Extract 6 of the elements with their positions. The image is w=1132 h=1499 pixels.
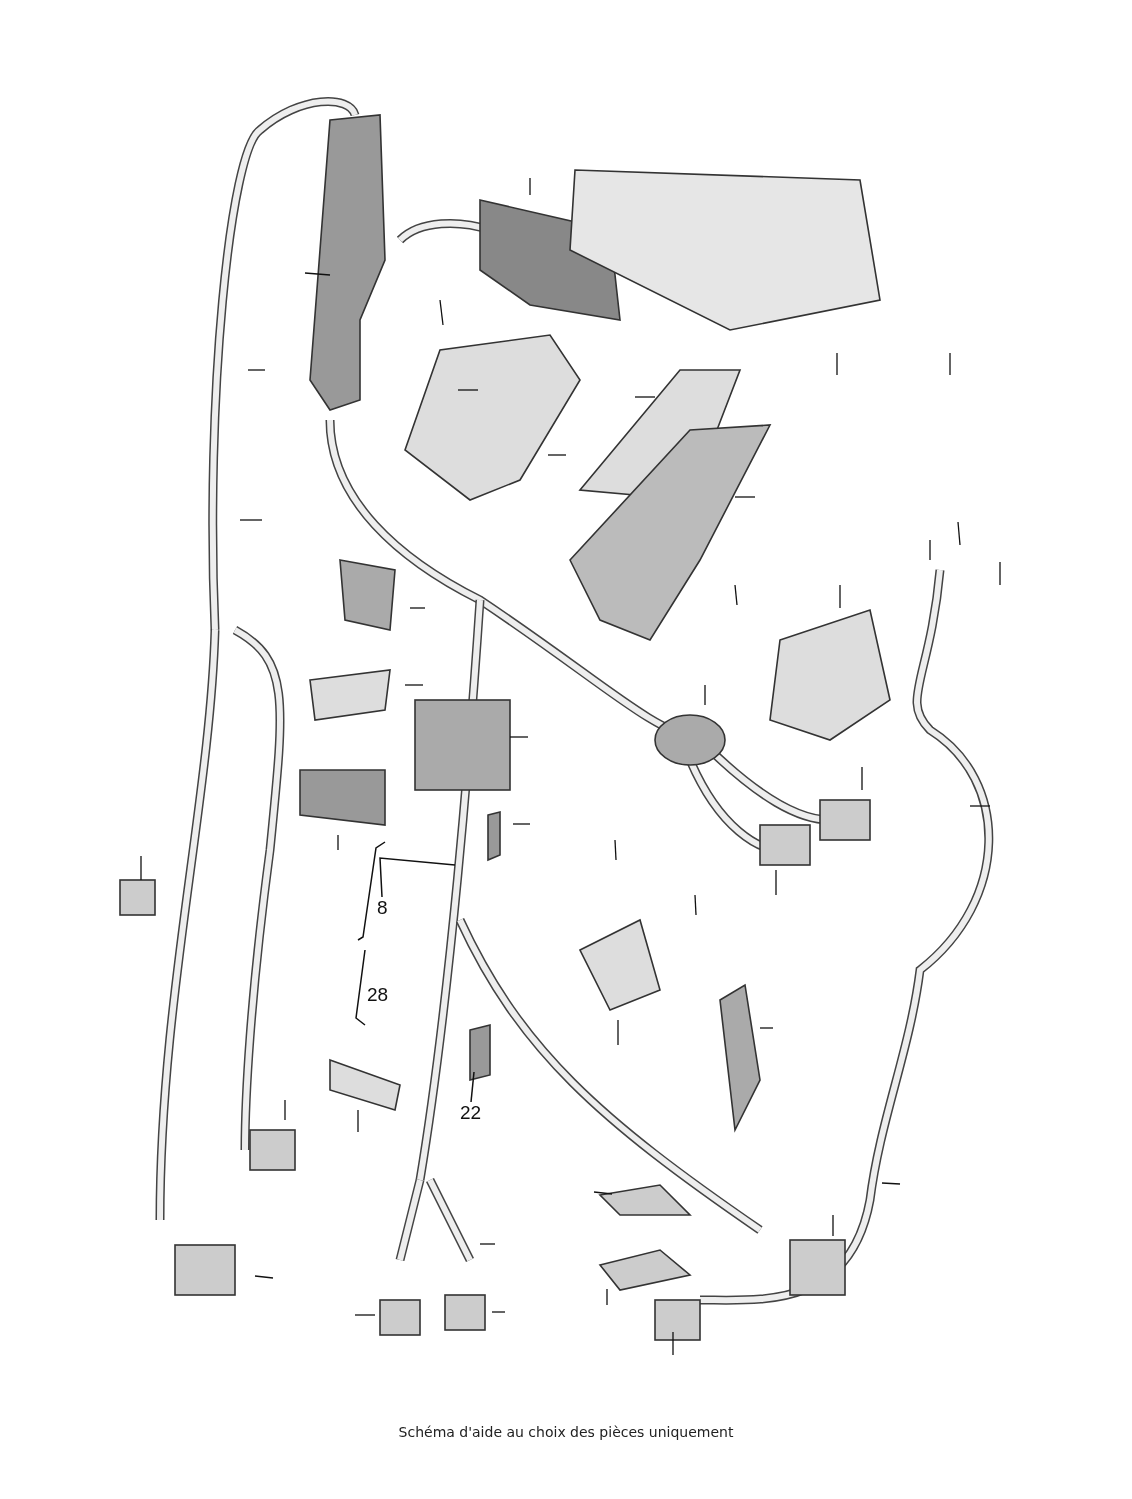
leader-line (470, 1071, 475, 1103)
caption: Schéma d'aide au choix des pièces uniquement (397, 1424, 735, 1440)
callout-number: 28 (367, 985, 389, 1004)
callout-number: 22 (460, 1103, 482, 1122)
callout-number: 8 (377, 898, 388, 917)
leader-line (379, 857, 456, 898)
